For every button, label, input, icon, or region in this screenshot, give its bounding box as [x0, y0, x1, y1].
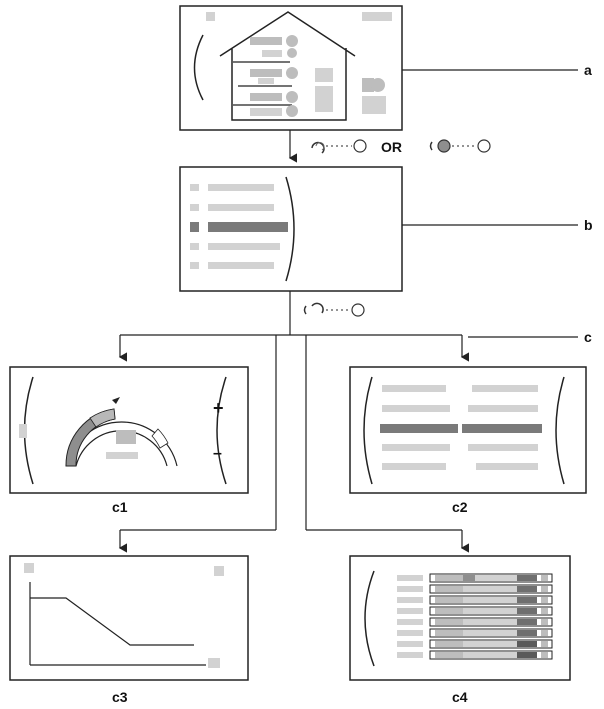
label-a: a [584, 62, 592, 78]
timeline-row [397, 639, 553, 649]
left-bracket-icon [364, 570, 375, 667]
timeline-row [397, 573, 553, 583]
label-c: c [584, 329, 592, 345]
timeline-row [397, 584, 553, 594]
press-gesture-icon [429, 139, 491, 153]
label-c3: c3 [112, 689, 128, 705]
label-c1: c1 [112, 499, 128, 515]
screen-c3-graph [9, 555, 249, 681]
left-bracket-icon [193, 34, 204, 101]
or-separator: OR [381, 139, 402, 155]
left-bracket-icon [363, 376, 373, 485]
timeline-row [397, 628, 553, 638]
screen-c4-timeline [349, 555, 571, 681]
screen-c2-list [349, 366, 587, 494]
gauge-pointer-icon [112, 397, 120, 404]
branch-connectors [118, 291, 470, 553]
label-c4: c4 [452, 689, 468, 705]
screen-a-home [179, 5, 403, 131]
curve-line [30, 597, 194, 646]
timeline-row [397, 606, 553, 616]
plus-symbol: + [213, 398, 224, 418]
right-bracket-icon [216, 376, 227, 485]
timeline-row [397, 595, 553, 605]
screen-c1-gauge: + – [9, 366, 249, 494]
label-c2: c2 [452, 499, 468, 515]
rotate-gesture-icon [311, 139, 367, 154]
timeline-row [397, 650, 553, 660]
timeline-row [397, 617, 553, 627]
house-outline-icon [219, 11, 356, 121]
press-rotate-gesture-icon [303, 302, 365, 317]
minus-symbol: – [213, 445, 222, 462]
right-bracket-icon [285, 176, 295, 282]
screen-b-menu [179, 166, 403, 292]
right-bracket-icon [555, 376, 565, 485]
label-b: b [584, 217, 593, 233]
